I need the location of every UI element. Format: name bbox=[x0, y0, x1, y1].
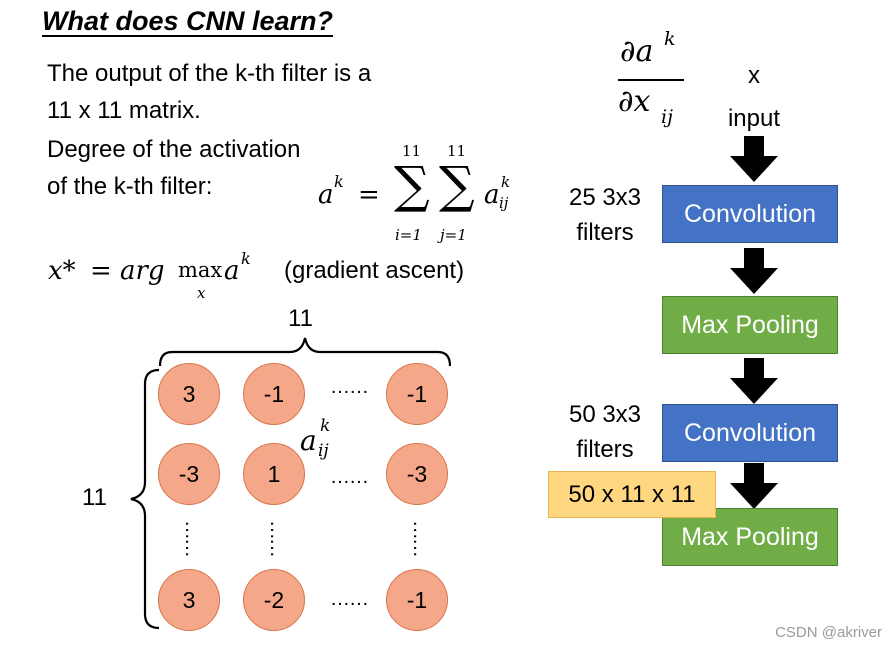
convolution-box-1: Convolution bbox=[662, 185, 838, 243]
x-star: x* bbox=[48, 256, 76, 286]
argmax-a-sup: k bbox=[241, 249, 251, 268]
matrix-width-label: 11 bbox=[288, 305, 313, 332]
matrix-cell: -1 bbox=[386, 363, 448, 425]
activation-formula: a k = 11 ∑ i=1 11 ∑ j=1 a k ij bbox=[318, 142, 511, 244]
max-text: max bbox=[178, 258, 223, 282]
x-label: x bbox=[748, 62, 760, 89]
matrix-cell: -1 bbox=[386, 569, 448, 631]
text-line-3: Degree of the activation bbox=[47, 136, 301, 163]
argmax-a: a bbox=[224, 256, 240, 286]
down-arrow-icon bbox=[730, 136, 778, 182]
text-line-1: The output of the k-th filter is a bbox=[47, 60, 372, 87]
formula-term-sup: k bbox=[501, 173, 511, 191]
ellipsis: …… bbox=[330, 588, 369, 610]
derivative-numerator: ∂a bbox=[620, 34, 654, 69]
sum-upper-1: 11 bbox=[402, 142, 422, 160]
gradient-ascent-note: (gradient ascent) bbox=[284, 257, 465, 284]
derivative-denominator-sub: ij bbox=[661, 106, 673, 128]
fraction-bar bbox=[618, 79, 684, 81]
ellipsis: …… bbox=[330, 466, 369, 488]
matrix-height-label: 11 bbox=[82, 484, 107, 511]
text-line-2: 11 x 11 matrix. bbox=[47, 97, 201, 124]
down-arrow-icon bbox=[730, 248, 778, 294]
matrix-cell: -1 bbox=[243, 363, 305, 425]
ellipsis: …… bbox=[266, 520, 288, 556]
element-label-sup: k bbox=[320, 416, 331, 436]
max-sub: x bbox=[197, 284, 206, 302]
max-pooling-box-1: Max Pooling bbox=[662, 296, 838, 354]
slide-title: What does CNN learn? bbox=[42, 6, 334, 36]
top-brace bbox=[158, 337, 452, 367]
down-arrow-icon bbox=[730, 358, 778, 404]
sum-upper-2: 11 bbox=[447, 142, 467, 160]
matrix-cell: 3 bbox=[158, 363, 220, 425]
convolution-box-2: Convolution bbox=[662, 404, 838, 462]
matrix-cell: 1 bbox=[243, 443, 305, 505]
derivative-numerator-sup: k bbox=[664, 28, 676, 50]
formula-term-sub: ij bbox=[499, 194, 509, 212]
derivative-denominator: ∂x bbox=[618, 84, 651, 119]
matrix-cell: -3 bbox=[386, 443, 448, 505]
input-label: input bbox=[727, 105, 781, 132]
sigma-2: ∑ bbox=[439, 156, 475, 214]
arg-text: arg bbox=[120, 256, 165, 286]
ellipsis: …… bbox=[330, 376, 369, 398]
output-size-badge: 50 x 11 x 11 bbox=[548, 471, 716, 518]
formula-term: a bbox=[484, 180, 500, 210]
filters2-line1: 50 3x3 bbox=[568, 401, 642, 428]
ellipsis: …… bbox=[409, 520, 431, 556]
watermark: CSDN @akriver bbox=[775, 624, 882, 641]
element-label: a bbox=[300, 424, 317, 457]
sum-lower-i: i=1 bbox=[395, 226, 422, 244]
element-label-sub: ij bbox=[318, 441, 329, 461]
derivative-formula: ∂a k ∂x ij bbox=[614, 28, 704, 130]
sigma-1: ∑ bbox=[394, 156, 430, 214]
filters2-line2: filters bbox=[576, 436, 634, 463]
ellipsis: …… bbox=[181, 520, 203, 556]
filters1-line2: filters bbox=[576, 219, 634, 246]
formula-lhs: a bbox=[318, 180, 334, 210]
formula-lhs-sup: k bbox=[334, 172, 344, 191]
left-brace bbox=[130, 368, 160, 630]
down-arrow-icon bbox=[730, 463, 778, 509]
text-line-4: of the k-th filter: bbox=[47, 173, 213, 200]
filters1-line1: 25 3x3 bbox=[568, 184, 642, 211]
matrix-cell: -3 bbox=[158, 443, 220, 505]
matrix-cell: 3 bbox=[158, 569, 220, 631]
argmax-formula: x* = arg max x a k (gradient ascent) bbox=[48, 249, 465, 302]
sum-lower-j: j=1 bbox=[440, 226, 467, 244]
matrix-cell: -2 bbox=[243, 569, 305, 631]
